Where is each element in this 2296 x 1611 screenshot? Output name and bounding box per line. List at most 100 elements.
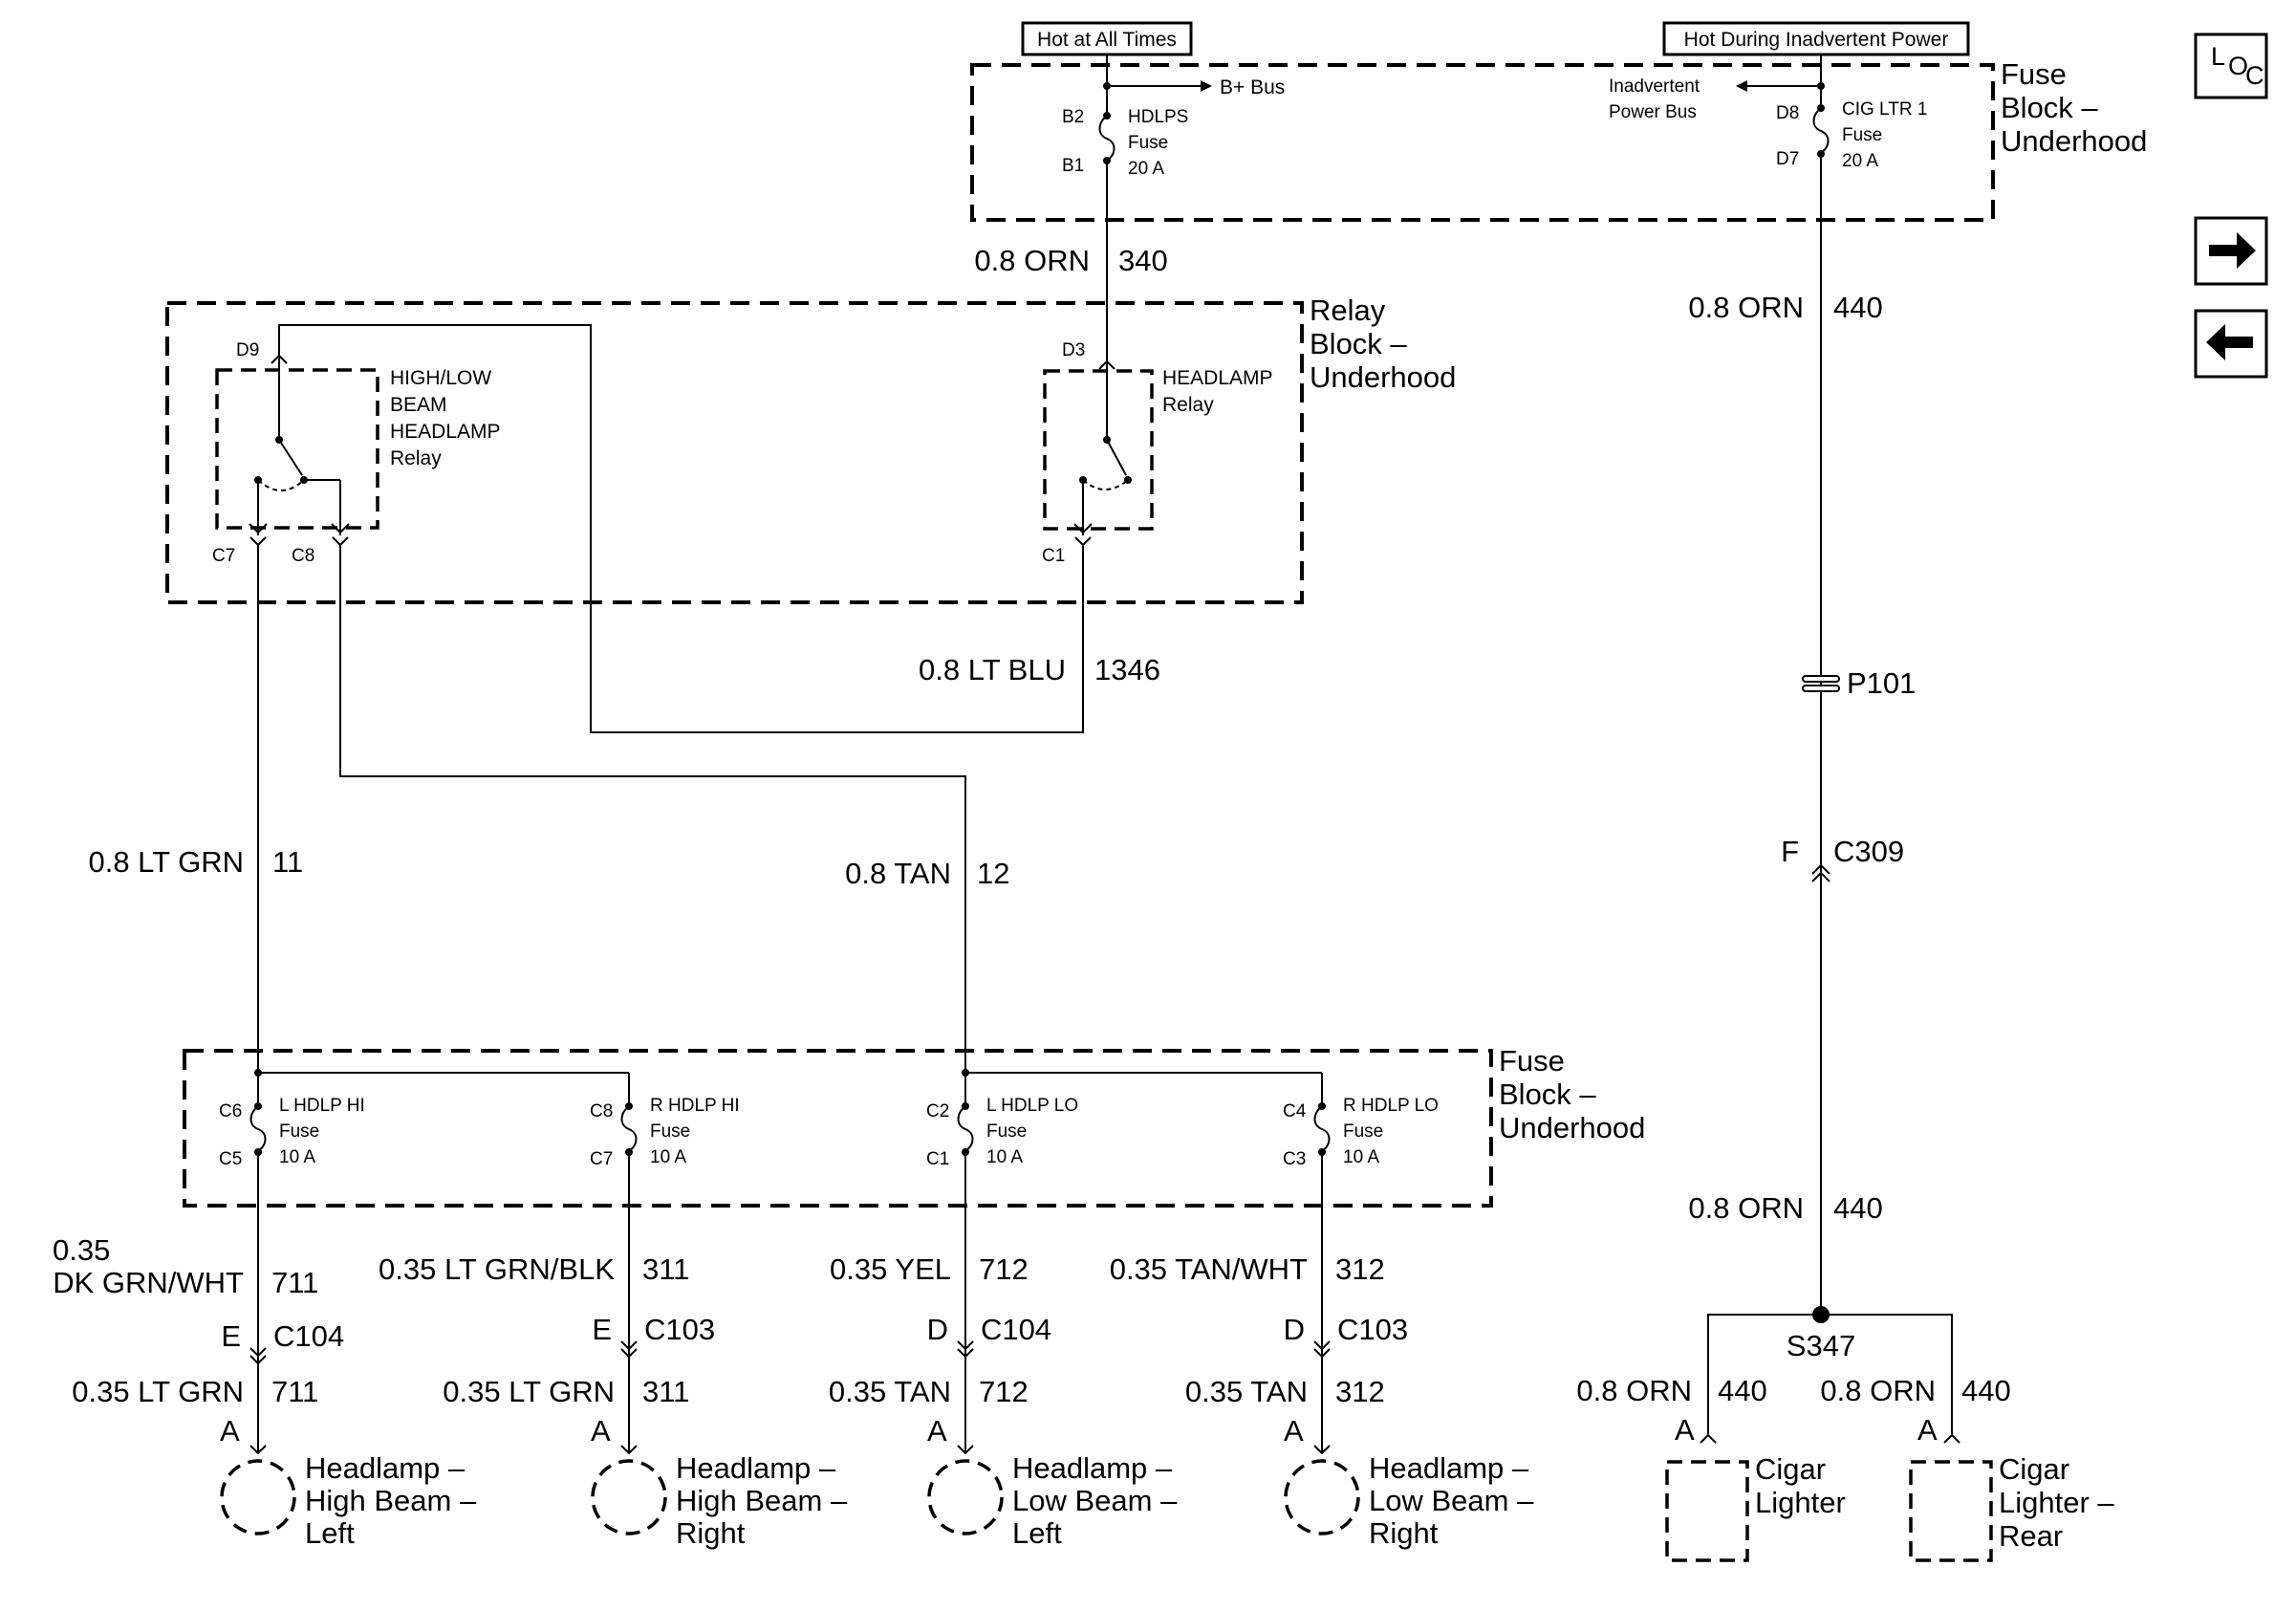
svg-text:A: A [1675, 1413, 1695, 1447]
headlamp-bulb [1284, 1459, 1360, 1535]
lamp-label: High Beam – [676, 1484, 848, 1517]
svg-text:HDLPS: HDLPS [1128, 107, 1188, 127]
lamp-label: High Beam – [305, 1484, 477, 1517]
lamp-label: Low Beam – [1012, 1484, 1178, 1517]
headlamp-relay-label: HEADLAMP Relay [1162, 367, 1273, 416]
svg-text:O: O [2228, 52, 2248, 80]
svg-text:Block –: Block – [1310, 327, 1407, 360]
svg-text:440: 440 [1833, 291, 1883, 324]
loc-icon[interactable]: L O C [2194, 33, 2268, 99]
headlamp-bulb [220, 1459, 296, 1535]
svg-text:0.8 LT GRN: 0.8 LT GRN [88, 845, 244, 879]
svg-text:L: L [2211, 42, 2225, 71]
headlamp-bulb [927, 1459, 1004, 1535]
svg-text:Fuse: Fuse [1499, 1044, 1565, 1078]
wire-circuit: 712 [979, 1375, 1029, 1408]
lamp-label: Headlamp – [1012, 1451, 1173, 1485]
arrow-right-icon[interactable] [2194, 216, 2268, 286]
pin-c8: C8 [292, 546, 314, 566]
svg-text:12: 12 [977, 857, 1009, 890]
wire-11-label: 0.8 LT GRN 11 [88, 845, 303, 879]
svg-text:A: A [1917, 1413, 1938, 1447]
fuse-pin-out: C5 [219, 1149, 242, 1169]
fuse-label: 10 A [650, 1147, 686, 1167]
lamp-label: Headlamp – [676, 1451, 836, 1485]
svg-text:Lighter: Lighter [1755, 1486, 1846, 1519]
fuse-label: L HDLP HI [279, 1096, 365, 1116]
svg-text:Block –: Block – [1499, 1078, 1596, 1111]
hdlps-fuse-label: HDLPS Fuse 20 A [1128, 107, 1188, 179]
svg-text:Underhood: Underhood [1499, 1111, 1645, 1144]
s347-label: S347 [1787, 1329, 1855, 1362]
pin-d7: D7 [1776, 149, 1799, 169]
relay-block-underhood [165, 301, 1304, 604]
relay-block-title: Relay Block – Underhood [1310, 294, 1456, 394]
wire-440-top-label: 0.8 ORN 440 [1688, 291, 1882, 324]
lamp-label: Right [676, 1516, 746, 1550]
connector-pin: D [927, 1313, 948, 1346]
svg-text:Cigar: Cigar [1755, 1452, 1826, 1486]
svg-text:Inadvertent: Inadvertent [1609, 76, 1700, 97]
wire-circuit: 311 [642, 1252, 689, 1286]
connector-name: C104 [981, 1313, 1051, 1346]
arrow-left-icon[interactable] [2194, 309, 2268, 379]
wire-gauge: 0.35 TAN [1185, 1375, 1308, 1408]
svg-text:Underhood: Underhood [2001, 124, 2147, 158]
pin-d9: D9 [236, 340, 259, 360]
lamp-pin: A [927, 1414, 947, 1448]
wire-gauge: 0.35 TAN [829, 1375, 951, 1408]
wire-gauge: 0.35 LT GRN [443, 1375, 615, 1408]
fuse-symbol [620, 1105, 638, 1152]
pin-c7: C7 [212, 546, 235, 566]
svg-text:0.8 LT BLU: 0.8 LT BLU [919, 653, 1066, 686]
hot-during-inadvertent-label: Hot During Inadvertent Power [1662, 21, 1970, 56]
fuse-pin-in: C6 [219, 1101, 242, 1121]
fuse-block-bottom-title: Fuse Block – Underhood [1499, 1044, 1645, 1144]
cigar-lighter-rear: A Cigar Lighter – Rear [1909, 1413, 2114, 1562]
fuse-label: Fuse [650, 1121, 690, 1142]
lamp-pin: A [1284, 1414, 1304, 1448]
connector-name: C103 [1337, 1313, 1408, 1346]
connector-pin: E [592, 1313, 612, 1346]
bplus-bus-label: B+ Bus [1220, 76, 1285, 98]
headlamp-bulb [591, 1459, 667, 1535]
p101-connector: P101 [1802, 666, 1916, 700]
lamp-label: Left [305, 1516, 355, 1550]
svg-text:Fuse: Fuse [2001, 57, 2067, 91]
svg-text:Underhood: Underhood [1310, 360, 1456, 394]
pin-b2: B2 [1062, 107, 1084, 127]
svg-text:F: F [1781, 835, 1799, 868]
lamp-label: Headlamp – [305, 1451, 466, 1485]
lighter-wire-right-label: 0.8 ORN 440 [1820, 1374, 2010, 1407]
lamp-label: Headlamp – [1369, 1451, 1529, 1485]
fuse-label: R HDLP HI [650, 1096, 740, 1116]
svg-text:HEADLAMP: HEADLAMP [1162, 367, 1273, 389]
svg-text:440: 440 [1718, 1374, 1767, 1407]
lighter-wire-left-label: 0.8 ORN 440 [1576, 1374, 1766, 1407]
wire-circuit: 712 [979, 1252, 1029, 1286]
wire-gauge: 0.35 [53, 1233, 110, 1267]
svg-text:0.8 ORN: 0.8 ORN [1576, 1374, 1692, 1407]
svg-text:0.8 ORN: 0.8 ORN [1688, 291, 1804, 324]
high-low-beam-relay [215, 368, 379, 530]
svg-text:BEAM: BEAM [390, 394, 447, 416]
svg-text:Rear: Rear [1999, 1519, 2063, 1553]
wire-1346-label: 0.8 LT BLU 1346 [919, 653, 1160, 686]
svg-text:Cigar: Cigar [1999, 1452, 2069, 1486]
inadvertent-power-bus-label: Inadvertent Power Bus [1609, 76, 1700, 122]
svg-text:0.8 TAN: 0.8 TAN [845, 857, 951, 890]
wire-circuit: 311 [642, 1375, 689, 1408]
headlamp-relay [1043, 369, 1154, 531]
fuse-pin-in: C2 [926, 1101, 949, 1121]
fuse-symbol [249, 1105, 267, 1152]
cig-ltr-fuse-label: CIG LTR 1 Fuse 20 A [1842, 99, 1927, 171]
wire-circuit: 312 [1335, 1252, 1385, 1286]
svg-text:11: 11 [272, 845, 303, 879]
svg-text:20 A: 20 A [1842, 151, 1878, 171]
fuse-label: 10 A [986, 1147, 1023, 1167]
fuse-label: R HDLP LO [1343, 1096, 1439, 1116]
c309-connector: F C309 [1781, 835, 1904, 882]
